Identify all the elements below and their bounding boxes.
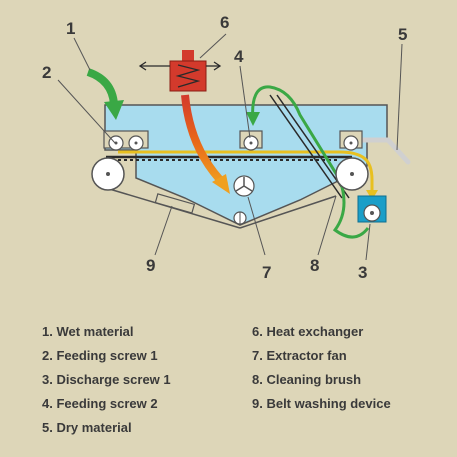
discharge-screw-1: [357, 195, 387, 223]
callout-4: 4: [234, 47, 244, 66]
hot-air-flow: [181, 94, 228, 188]
product-arrowhead: [366, 190, 378, 200]
belt-washing-device: [154, 193, 196, 214]
right-drive-roller: [335, 157, 369, 191]
legend-item-belt-washing-device: 9. Belt washing device: [252, 396, 391, 411]
callout-9: 9: [146, 256, 155, 275]
tension-roller: [233, 211, 247, 225]
conveyor-belt: [106, 155, 352, 161]
hot-air-arrowhead: [212, 174, 230, 194]
dry-material-stream: [352, 137, 411, 165]
legend-item-feeding-screw-2: 4. Feeding screw 2: [42, 396, 158, 411]
legend-column-right: 6. Heat exchanger 7. Extractor fan 8. Cl…: [252, 322, 391, 418]
upper-right-screw: [339, 130, 363, 151]
feeding-screw-1: [103, 130, 149, 151]
recirculation-path: [251, 85, 370, 239]
product-path: [118, 150, 374, 196]
legend-item-cleaning-brush: 8. Cleaning brush: [252, 372, 362, 387]
callout-3: 3: [358, 263, 367, 282]
legend-item-wet-material: 1. Wet material: [42, 324, 134, 339]
callout-8: 8: [310, 256, 319, 275]
callout-6: 6: [220, 13, 229, 32]
legend-item-heat-exchanger: 6. Heat exchanger: [252, 324, 364, 339]
legend-item-discharge-screw-1: 3. Discharge screw 1: [42, 372, 171, 387]
legend: 1. Wet material 2. Feeding screw 1 3. Di…: [0, 322, 457, 452]
extractor-fan: [233, 175, 255, 197]
recirculation-arrowhead: [246, 112, 260, 126]
wet-material-arrowhead: [104, 100, 124, 120]
callout-7: 7: [262, 263, 271, 282]
belt-dryer-diagram: 1 2 3 4 5 6 7 8 9: [42, 13, 411, 282]
callout-2: 2: [42, 63, 51, 82]
legend-item-dry-material: 5. Dry material: [42, 420, 132, 435]
leader-lines: [57, 33, 403, 261]
heat-exchanger: [138, 50, 222, 92]
legend-item-extractor-fan: 7. Extractor fan: [252, 348, 347, 363]
wet-material-arrow: [86, 68, 118, 105]
legend-column-left: 1. Wet material 2. Feeding screw 1 3. Di…: [42, 322, 171, 442]
callout-1: 1: [66, 19, 75, 38]
legend-item-feeding-screw-1: 2. Feeding screw 1: [42, 348, 158, 363]
callout-5: 5: [398, 25, 407, 44]
feeding-screw-2: [239, 130, 263, 151]
left-drive-roller: [91, 157, 125, 191]
